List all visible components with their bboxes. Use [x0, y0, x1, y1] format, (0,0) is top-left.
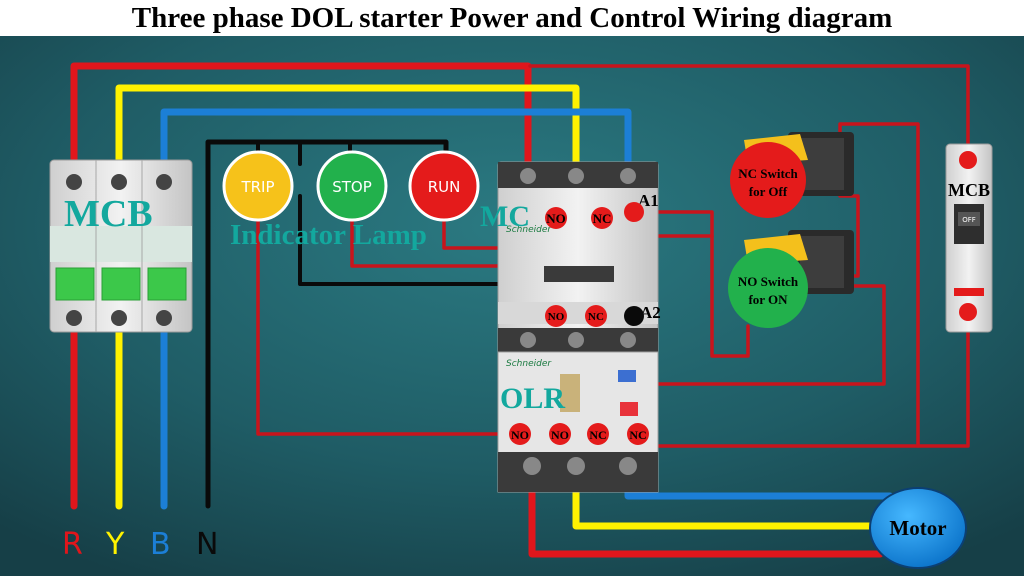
mcb-right-label: MCB — [948, 180, 990, 200]
olr-contact-nc-1 — [587, 423, 609, 445]
phase-label-y: Y — [105, 527, 125, 562]
no-switch-on: NO Switch for ON — [728, 230, 854, 328]
coil-a1-terminal — [624, 202, 644, 222]
wire-motor-r — [528, 482, 884, 558]
lamp-trip-label: TRIP — [240, 178, 274, 196]
olr-label: OLR — [500, 382, 565, 415]
lamp-stop-circle — [316, 150, 388, 222]
phase-label-r: R — [62, 527, 83, 562]
mcb-right-bottom-terminal — [959, 303, 977, 321]
mc-mid-contact-nc-label: NC — [588, 311, 604, 323]
wire-control-a1 — [632, 210, 750, 358]
mc-label: MC — [480, 200, 530, 233]
lamp-trip-circle — [222, 150, 294, 222]
nc-switch-off: NC Switch for Off — [730, 132, 854, 218]
coil-a2-terminal — [624, 306, 644, 326]
lamp-trip: TRIP — [222, 150, 294, 222]
mc-mid-contact-no-label: NO — [548, 311, 565, 323]
nc-switch-label-line2: for Off — [749, 184, 788, 199]
olr-contact-nc-2-label: NC — [629, 428, 646, 442]
nc-switch-button — [730, 142, 806, 218]
phase-label-b: B — [150, 527, 171, 562]
a2-label: A2 — [640, 303, 661, 322]
indicator-lamp-label: Indicator Lamp — [230, 219, 427, 251]
contactor: Schneider Schneider — [497, 161, 659, 493]
lamp-stop-label: STOP — [332, 178, 372, 196]
nc-switch-label-line1: NC Switch — [738, 166, 798, 181]
diagram-title: Three phase DOL starter Power and Contro… — [131, 2, 893, 34]
lamp-run-label: RUN — [428, 178, 461, 196]
mcb-left — [49, 159, 193, 333]
mc-top-contact-nc — [591, 207, 613, 229]
olr-contact-no-2-label: NO — [551, 428, 569, 442]
motor-label: Motor — [889, 516, 946, 540]
mcb-right-top-terminal — [959, 151, 977, 169]
olr-contact-nc-2 — [627, 423, 649, 445]
olr-contact-no-1 — [509, 423, 531, 445]
a1-label: A1 — [638, 191, 659, 210]
wire-motor-y — [572, 482, 882, 530]
wire-control-supply — [528, 64, 970, 162]
lamp-run-circle — [408, 150, 480, 222]
svg-text:OFF: OFF — [962, 216, 976, 224]
wiring-diagram: MCB TRIP STOP RUN Indicator Lamp Schneid… — [0, 36, 1024, 576]
wire-control-mcb-out — [636, 310, 970, 448]
olr-contact-no-1-label: NO — [511, 428, 529, 442]
wire-lamp-trip — [256, 194, 522, 436]
lamp-run: RUN — [408, 150, 480, 222]
svg-text:Schneider: Schneider — [506, 359, 552, 369]
mcb-left-label: MCB — [64, 193, 153, 235]
no-switch-label-line2: for ON — [748, 292, 788, 307]
olr-contact-no-2 — [549, 423, 571, 445]
no-switch-label-line1: NO Switch — [738, 274, 799, 289]
mc-mid-contact-no — [545, 305, 567, 327]
motor-body — [869, 487, 967, 569]
no-switch-button — [728, 248, 808, 328]
olr-contact-nc-1-label: NC — [589, 428, 606, 442]
phase-label-n: N — [196, 527, 218, 562]
mc-mid-contact-nc — [585, 305, 607, 327]
motor: Motor — [869, 487, 967, 569]
lamp-stop: STOP — [316, 150, 388, 222]
mcb-right: OFF — [945, 143, 993, 333]
svg-text:Schneider: Schneider — [506, 225, 552, 235]
mc-top-contact-nc-label: NC — [593, 211, 612, 226]
mc-top-contact-no — [545, 207, 567, 229]
mc-top-contact-no-label: NO — [546, 211, 566, 226]
